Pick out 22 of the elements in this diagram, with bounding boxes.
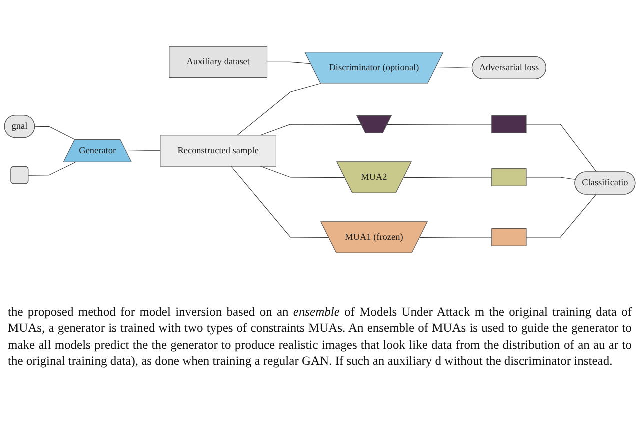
connector [420, 237, 492, 238]
connector [436, 68, 473, 69]
node-trapezoid [356, 116, 392, 134]
node-box: Reconstructed sample [160, 135, 277, 167]
connector [526, 124, 598, 173]
connector [28, 162, 76, 176]
connector [34, 126, 76, 140]
node-bar [492, 168, 527, 187]
connector [387, 124, 492, 126]
connector [260, 124, 362, 136]
connector [526, 194, 597, 238]
connector [231, 166, 330, 238]
connector [260, 166, 346, 178]
node-bar [492, 228, 527, 247]
figure-caption: the proposed method for model inversion based on an ensemble of Models Under Attack m the original training data of MUAs, a generator is trained with two types of constraints MUAs. An ensemble of MUAs is used to guide the generator to make all models predict the the generator to produce realistic images that look like data from the distribution of an au ar to the original training data), as done when training a regular GAN. If such an auxiliary d without the discriminator instead. [8, 304, 632, 369]
connector [126, 150, 161, 152]
node-bar [492, 116, 527, 134]
connector [526, 177, 576, 180]
connector [404, 177, 492, 178]
connector [237, 84, 322, 136]
node-box: Auxiliary dataset [169, 46, 268, 78]
connector [266, 62, 312, 64]
